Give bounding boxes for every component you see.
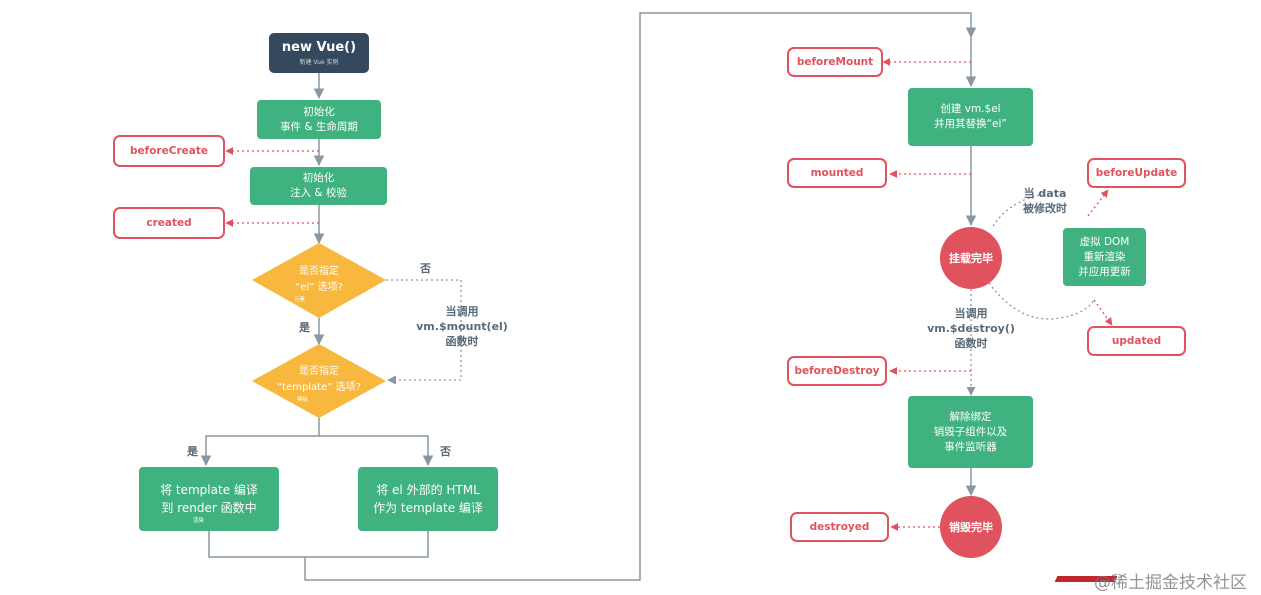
decision-el-note: 元素: [294, 297, 306, 303]
decision-el-line1: 是否指定: [299, 266, 339, 277]
compile-template-note: 渲染: [193, 518, 205, 524]
hook-mounted: mounted: [787, 158, 887, 188]
init-inject-node: 初始化 注入 & 校验: [250, 167, 387, 205]
teardown-line1: 解除绑定: [949, 410, 992, 423]
destroy-call-line3: 函数时: [954, 337, 988, 350]
hook-before-destroy: beforeDestroy: [787, 356, 887, 386]
init-events-line2: 事件 & 生命周期: [280, 120, 358, 133]
teardown-node: 解除绑定 销毁子组件以及 事件监听器: [908, 396, 1033, 468]
hook-before-update: beforeUpdate: [1087, 158, 1186, 188]
rerender-line2: 重新渲染: [1083, 250, 1126, 263]
rerender-line1: 虚拟 DOM: [1079, 235, 1130, 248]
label-yes-el: 是: [299, 321, 310, 334]
new-vue-node: new Vue() 新建 Vue 实例: [269, 33, 369, 73]
rerender-node: 虚拟 DOM 重新渲染 并应用更新: [1063, 228, 1146, 286]
create-el-line2: 并用其替换“el”: [934, 118, 1007, 130]
teardown-line2: 销毁子组件以及: [933, 425, 1008, 438]
rerender-line3: 并应用更新: [1078, 265, 1131, 278]
mount-call-note: 当调用 vm.$mount(el) 函数时: [410, 304, 514, 349]
mount-call-line1: 当调用: [445, 305, 479, 318]
init-events-line1: 初始化: [303, 105, 335, 118]
hook-updated: updated: [1087, 326, 1186, 356]
hook-destroyed: destroyed: [790, 512, 889, 542]
compile-el-line2: 作为 template 编译: [373, 501, 483, 515]
mount-call-line2: vm.$mount(el): [416, 320, 508, 333]
label-yes-template: 是: [187, 445, 198, 458]
init-inject-line1: 初始化: [302, 172, 335, 184]
create-el-line1: 创建 vm.$el: [940, 103, 1001, 115]
compile-template-line1: 将 template 编译: [160, 483, 258, 497]
destroy-call-note: 当调用 vm.$destroy() 函数时: [918, 306, 1024, 351]
label-no-template: 否: [440, 445, 451, 458]
new-vue-subtitle: 新建 Vue 实例: [299, 58, 339, 66]
init-inject-line2: 注入 & 校验: [290, 187, 347, 199]
data-change-note: 当 data 被修改时: [1010, 186, 1080, 216]
destroy-call-line2: vm.$destroy(): [927, 322, 1015, 335]
data-change-line2: 被修改时: [1023, 202, 1067, 215]
mount-call-line3: 函数时: [445, 335, 479, 348]
hook-before-mount: beforeMount: [787, 47, 883, 77]
data-change-line1: 当 data: [1023, 187, 1067, 200]
init-events-node: 初始化 事件 & 生命周期: [257, 100, 381, 139]
new-vue-title: new Vue(): [281, 39, 357, 55]
create-el-node: 创建 vm.$el 并用其替换“el”: [908, 88, 1033, 146]
decision-template-line2: “template” 选项?: [277, 382, 361, 393]
mounted-state-circle: 挂载完毕: [940, 227, 1002, 289]
decision-el-diamond: [252, 243, 386, 318]
decision-template-diamond: [252, 344, 386, 418]
destroyed-state-circle: 销毁完毕: [940, 496, 1002, 558]
compile-el-node: 将 el 外部的 HTML 作为 template 编译: [358, 467, 498, 531]
destroy-call-line1: 当调用: [954, 307, 988, 320]
compile-el-line1: 将 el 外部的 HTML: [376, 483, 480, 497]
label-no-el: 否: [420, 262, 431, 275]
decision-el-line2: “el” 选项?: [295, 282, 343, 293]
decision-template-line1: 是否指定: [299, 366, 339, 377]
decision-template-note: 模板: [297, 397, 309, 403]
watermark-text: @稀土掘金技术社区: [1094, 573, 1247, 593]
hook-created: created: [113, 207, 225, 239]
compile-template-node: 将 template 编译 到 render 函数中: [139, 467, 279, 531]
hook-before-create: beforeCreate: [113, 135, 225, 167]
compile-template-line2: 到 render 函数中: [161, 501, 257, 515]
teardown-line3: 事件监听器: [944, 440, 997, 453]
